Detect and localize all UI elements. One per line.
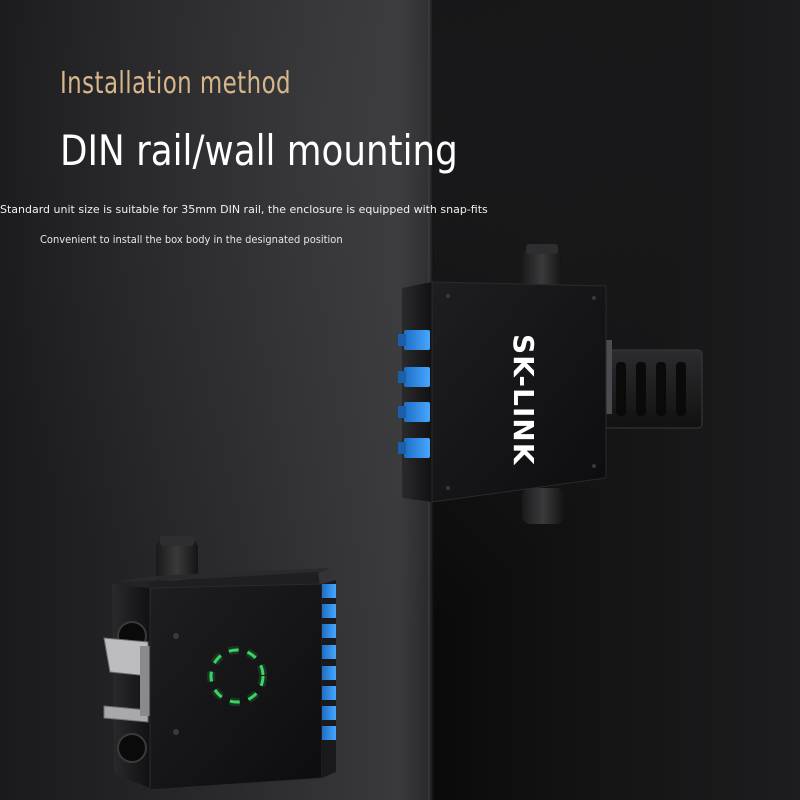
sc-adapter-icon: [398, 438, 430, 458]
wall-mounted-box: SK-LINK ®: [398, 244, 703, 524]
description-line-2: Convenient to install the box body in th…: [40, 233, 343, 246]
sc-adapter-icon: [398, 402, 430, 422]
sc-adapter-icon: [322, 686, 336, 700]
brand-mark: ®: [518, 446, 527, 454]
sc-adapter-icon: [322, 604, 336, 618]
sc-adapter-icon: [398, 367, 430, 387]
sc-adapter-icon: [322, 645, 336, 659]
sc-adapter-icon: [322, 726, 336, 740]
sc-adapter-icon: [322, 584, 336, 598]
sc-adapter-icon: [322, 624, 336, 638]
section-title: DIN rail/wall mounting: [60, 126, 458, 175]
cable-gland-icon: [522, 244, 562, 286]
led-ring-icon: [207, 646, 267, 706]
section-kicker: Installation method: [60, 66, 292, 101]
cable-gland-icon: [522, 488, 564, 524]
sc-adapter-icon: [398, 330, 430, 350]
din-rail-icon: [597, 340, 703, 429]
brand-logo: SK-LINK: [507, 334, 540, 466]
description-line-1: Standard unit size is suitable for 35mm …: [0, 203, 488, 216]
sc-adapter-icon: [322, 666, 336, 680]
din-rail-box: [103, 536, 336, 791]
din-rail-icon: [103, 637, 150, 723]
sc-adapter-icon: [322, 706, 336, 720]
